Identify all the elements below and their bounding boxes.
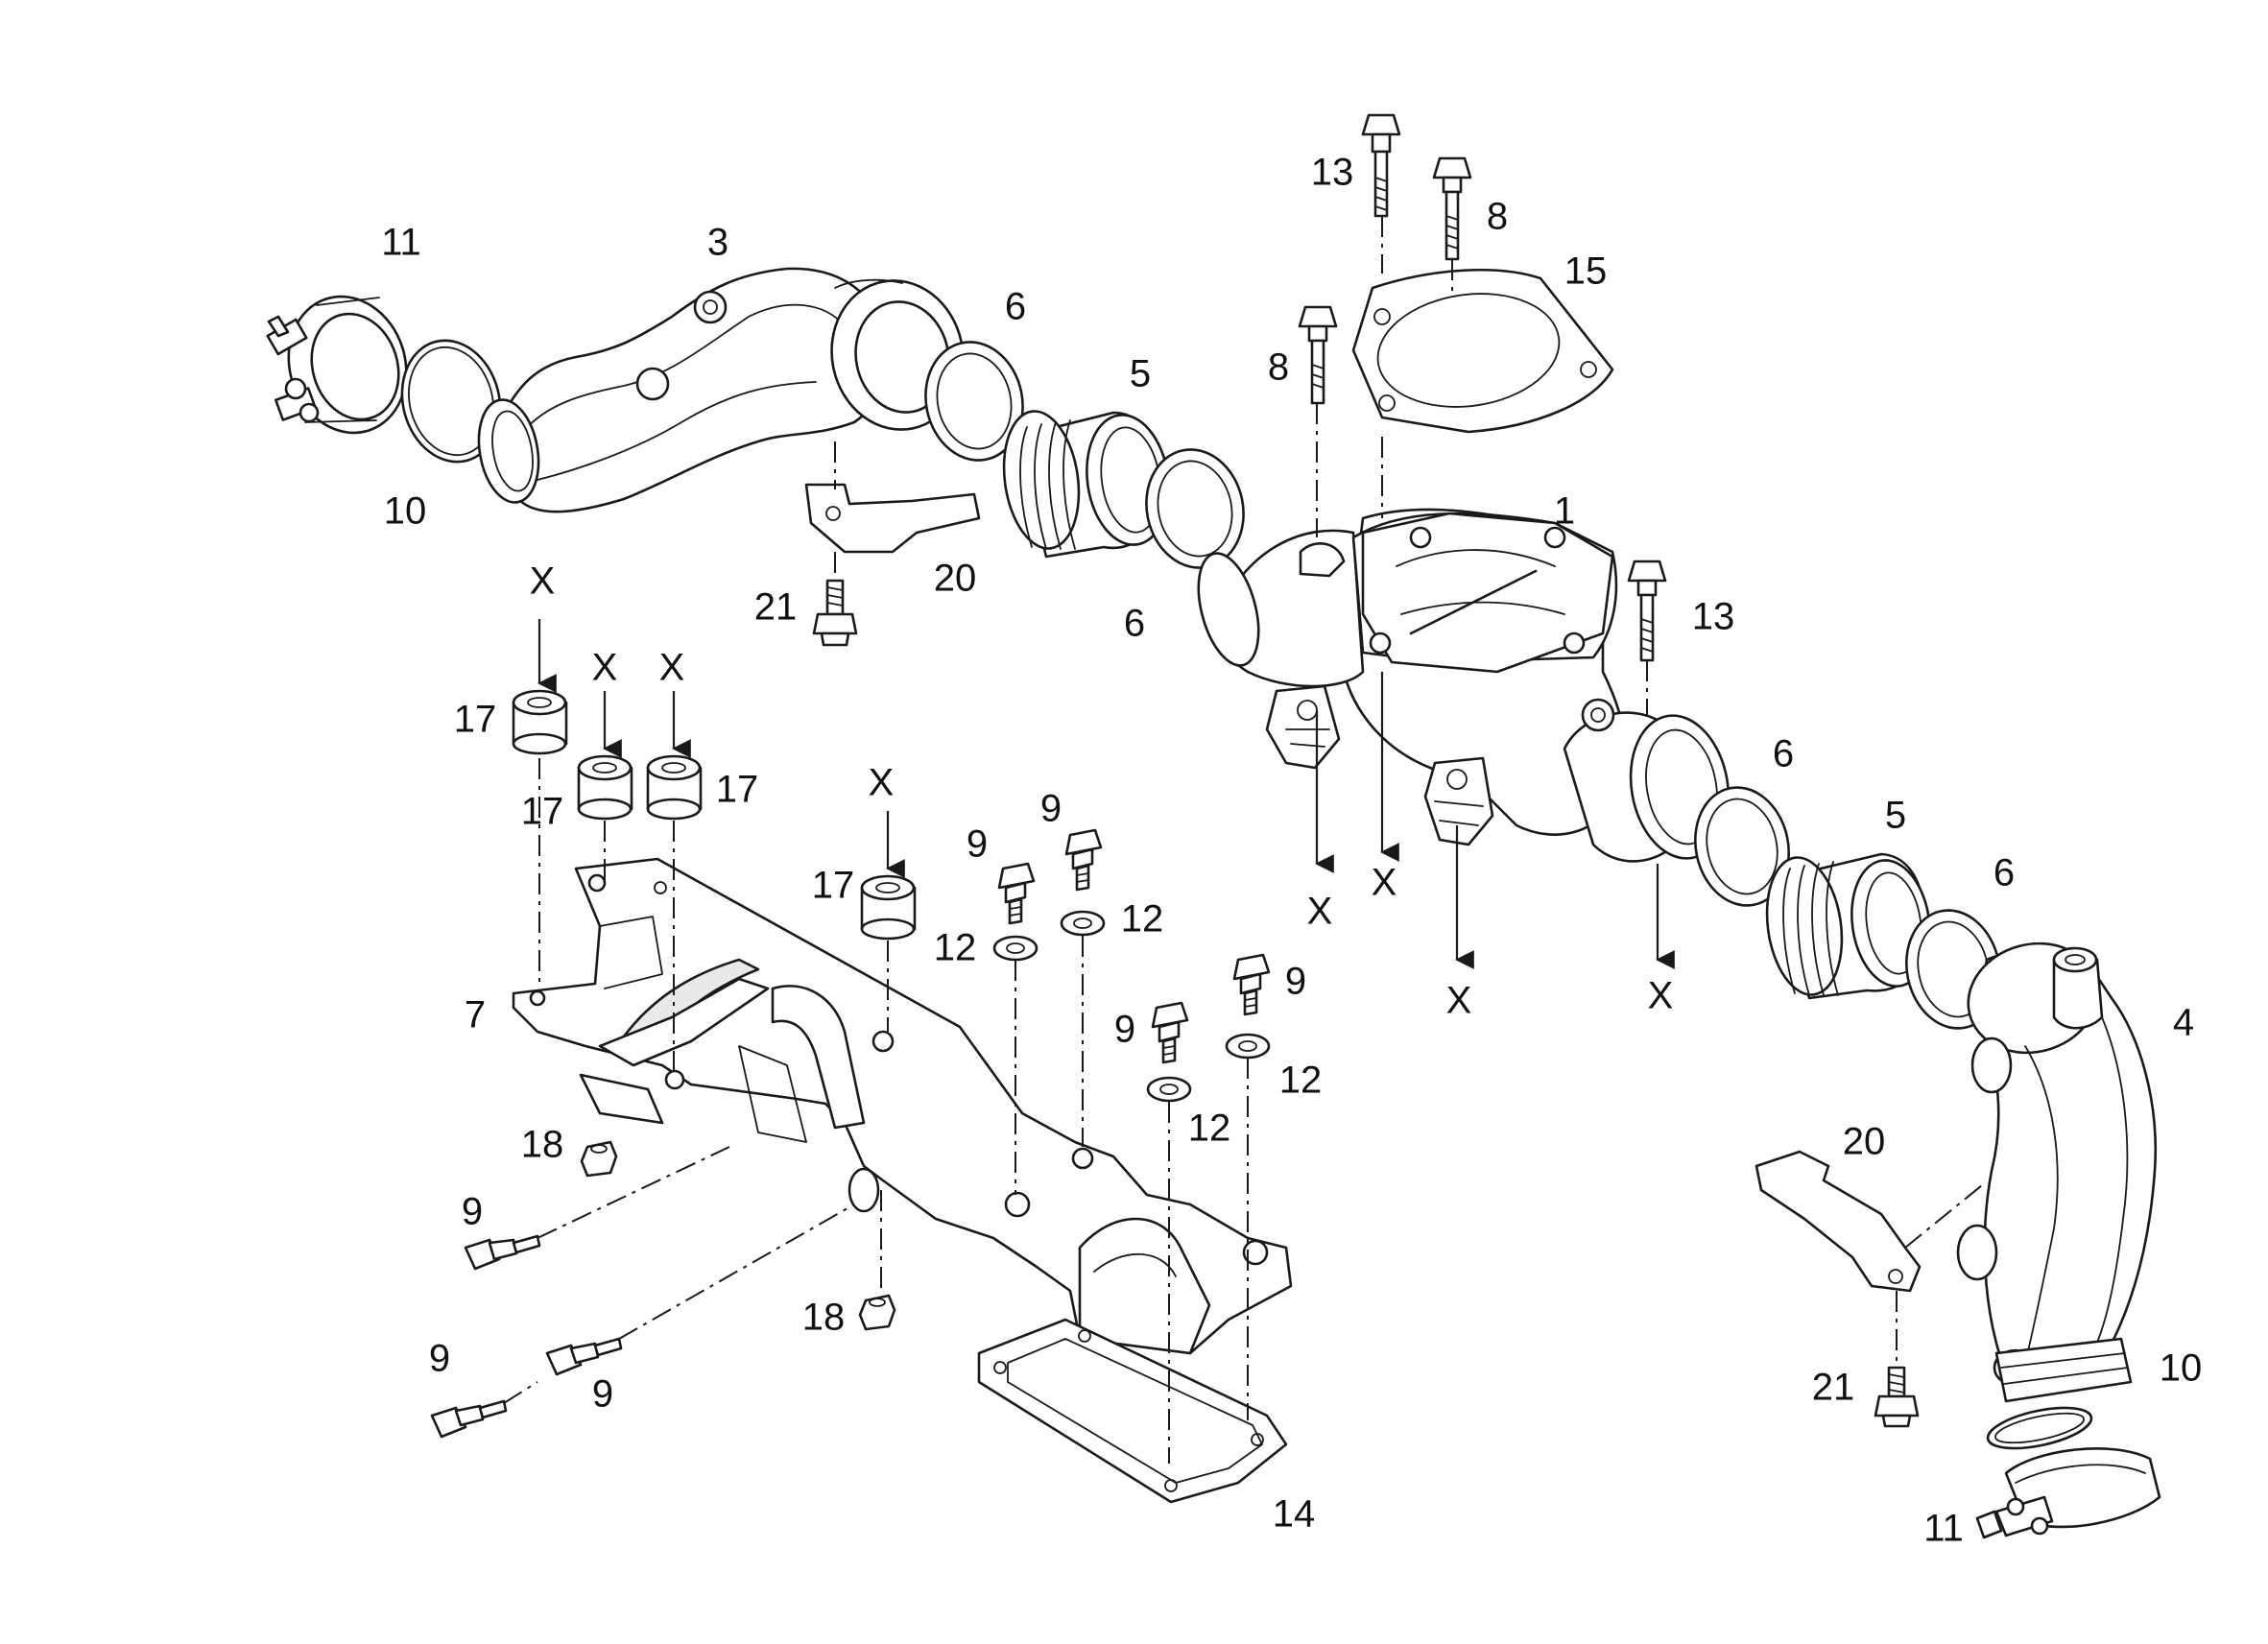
seal-ring-right xyxy=(1986,1406,2093,1450)
callout-14-gasket: 14 xyxy=(1273,1493,1316,1536)
callout-18-nut: 18 xyxy=(802,1297,846,1339)
callout-11-clamp-right: 11 xyxy=(1923,1508,1964,1550)
spacer-17d xyxy=(860,874,917,941)
washer-12a xyxy=(992,935,1039,962)
callout-17-spacer: 17 xyxy=(812,865,855,907)
reference-arrows xyxy=(537,619,1675,969)
seal-ring-left xyxy=(400,339,502,464)
spacer-17b xyxy=(577,754,633,821)
callout-9-bolt: 9 xyxy=(967,823,988,866)
bolt-9d xyxy=(1232,953,1271,1016)
nut-18b xyxy=(858,1294,896,1331)
callout-x: X xyxy=(592,647,618,689)
callout-8-bolt-top: 8 xyxy=(1487,196,1508,238)
callout-10-ring-right: 10 xyxy=(2160,1347,2203,1390)
bolt-9e xyxy=(464,1234,541,1271)
support-strap-right xyxy=(1755,1150,1922,1293)
seal-ring-6a xyxy=(924,341,1024,462)
callout-15-gasket: 15 xyxy=(1564,250,1608,293)
callout-21-bolt-right: 21 xyxy=(1812,1367,1855,1409)
callout-21-bolt-left: 21 xyxy=(754,586,798,629)
bolt-9a xyxy=(997,862,1036,925)
washer-12c xyxy=(1225,1033,1271,1060)
callout-7-bracket: 7 xyxy=(465,994,486,1036)
callout-9-bolt: 9 xyxy=(1285,961,1306,1003)
seal-ring-6c xyxy=(1694,786,1790,907)
v-band-clamp-left xyxy=(266,295,408,435)
callout-labels: 11 3 6 5 10 20 21 6 13 8 15 8 1 13 6 5 6… xyxy=(381,152,2202,1550)
callout-x: X xyxy=(869,762,895,804)
bolt-13-right xyxy=(1627,560,1667,662)
bolt-8-middle xyxy=(1298,305,1338,405)
callout-x: X xyxy=(1372,862,1397,904)
callout-9-bolt: 9 xyxy=(429,1338,450,1380)
callout-1-elbow: 1 xyxy=(1554,490,1575,533)
callout-12-washer: 12 xyxy=(1188,1108,1231,1150)
nut-18a xyxy=(580,1140,618,1178)
callout-9-bolt: 9 xyxy=(462,1191,483,1233)
callout-x: X xyxy=(1307,891,1333,933)
spacer-17c xyxy=(646,754,703,821)
washer-12d xyxy=(1146,1076,1192,1103)
callout-12-washer: 12 xyxy=(934,927,977,969)
callout-18-nut: 18 xyxy=(521,1124,564,1166)
callout-3-pipe: 3 xyxy=(707,222,728,264)
bolt-9f xyxy=(545,1337,623,1376)
elbow-housing-1 xyxy=(1197,508,1731,863)
callout-x: X xyxy=(530,560,556,603)
callout-x: X xyxy=(1648,975,1674,1017)
callout-6-ring: 6 xyxy=(1005,286,1026,328)
air-pipe-right xyxy=(1956,941,2157,1403)
bolt-13-top xyxy=(1361,113,1401,218)
callout-13-bolt-top: 13 xyxy=(1311,152,1354,194)
callout-9-bolt: 9 xyxy=(1114,1009,1135,1051)
callout-9-bolt: 9 xyxy=(1040,788,1062,830)
callout-12-washer: 12 xyxy=(1121,898,1164,941)
callout-12-washer: 12 xyxy=(1279,1060,1323,1102)
washer-12b xyxy=(1060,910,1106,937)
callout-17-spacer: 17 xyxy=(521,791,564,833)
bolt-9g xyxy=(430,1399,508,1439)
air-pipe-upper-left xyxy=(477,267,965,513)
callout-6-ring: 6 xyxy=(1773,733,1794,775)
mounting-bracket-7 xyxy=(512,857,1293,1355)
callout-17-spacer: 17 xyxy=(716,769,759,811)
callout-5-sleeve: 5 xyxy=(1885,795,1906,837)
v-band-clamp-right xyxy=(1975,1447,2161,1539)
callout-10-ring-left: 10 xyxy=(384,490,427,533)
spacer-17a xyxy=(512,689,568,755)
callout-20-strap-right: 20 xyxy=(1843,1121,1886,1163)
flange-gasket-15 xyxy=(1351,269,1614,434)
callout-8-bolt-middle: 8 xyxy=(1268,346,1289,389)
flange-bolt-right xyxy=(1874,1366,1920,1428)
callout-13-bolt-right: 13 xyxy=(1692,596,1735,638)
support-strap-left xyxy=(804,483,981,554)
leader-lines xyxy=(503,216,1983,1464)
callout-x: X xyxy=(659,647,685,689)
callout-6-ring: 6 xyxy=(1124,603,1145,645)
bolt-9b xyxy=(1064,828,1103,892)
callout-9-bolt: 9 xyxy=(592,1373,613,1416)
bolt-9c xyxy=(1151,1001,1189,1064)
callout-6-ring: 6 xyxy=(1993,852,2015,894)
bolt-8-top xyxy=(1432,156,1472,261)
callout-20-strap-left: 20 xyxy=(934,558,977,600)
bracket-gasket-14 xyxy=(977,1318,1288,1504)
connector-sleeve-5b xyxy=(1765,852,1931,1000)
flange-bolt-left xyxy=(812,579,858,647)
callout-5-sleeve: 5 xyxy=(1130,353,1151,395)
callout-x: X xyxy=(1446,980,1472,1022)
callout-17-spacer: 17 xyxy=(454,699,497,741)
callout-4-pipe-right: 4 xyxy=(2173,1002,2194,1044)
callout-11-clamp-left: 11 xyxy=(381,222,421,264)
